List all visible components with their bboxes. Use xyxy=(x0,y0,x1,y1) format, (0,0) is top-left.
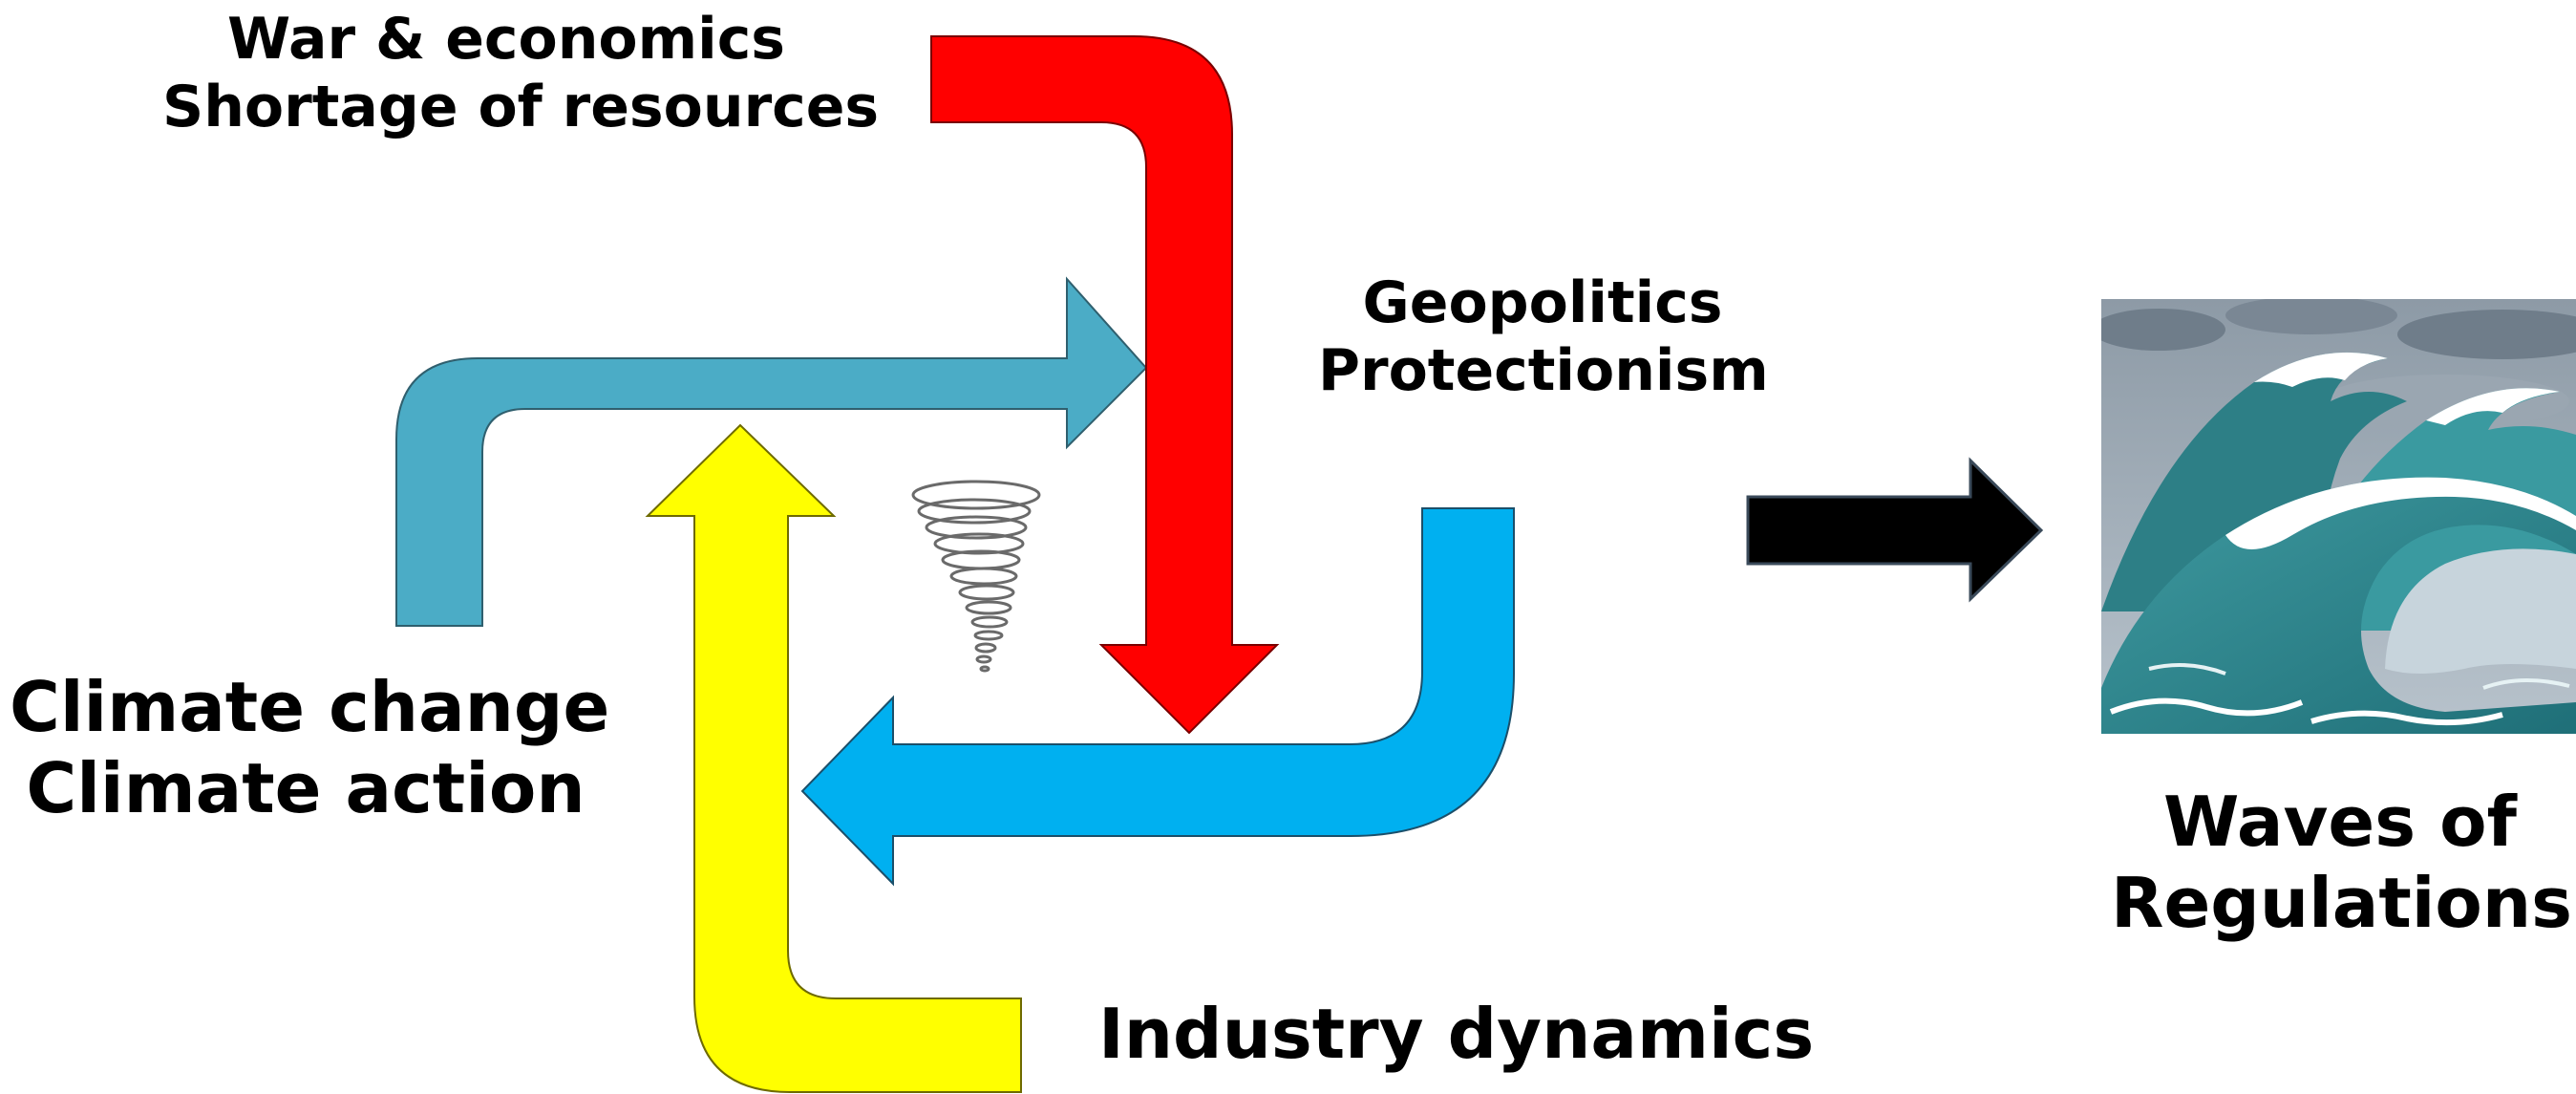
industry-label: Industry dynamics xyxy=(1098,994,1815,1075)
climate-line2: Climate action xyxy=(26,747,585,828)
industry-arrow xyxy=(645,423,1022,1093)
tornado-icon xyxy=(911,480,1041,673)
result-label: Waves of Regulations xyxy=(2111,782,2573,944)
war-arrow xyxy=(930,35,1280,735)
industry-line1: Industry dynamics xyxy=(1098,994,1815,1074)
climate-line1: Climate change xyxy=(10,667,610,747)
result-line1: Waves of xyxy=(2163,782,2517,862)
war-economics-line1: War & economics xyxy=(226,6,785,73)
climate-arrow xyxy=(395,276,1148,627)
war-economics-label: War & economics Shortage of resources xyxy=(162,6,880,141)
geopolitics-line1: Geopolitics xyxy=(1362,269,1723,336)
result-arrow xyxy=(1746,457,2044,603)
climate-label: Climate change Climate action xyxy=(10,667,610,829)
geopolitics-arrow xyxy=(800,507,1515,887)
geopolitics-line2: Protectionism xyxy=(1318,336,1769,404)
result-line2: Regulations xyxy=(2111,862,2573,943)
war-economics-line2: Shortage of resources xyxy=(162,73,880,140)
geopolitics-label: Geopolitics Protectionism xyxy=(1318,269,1769,405)
ocean-waves-image xyxy=(2101,299,2576,734)
